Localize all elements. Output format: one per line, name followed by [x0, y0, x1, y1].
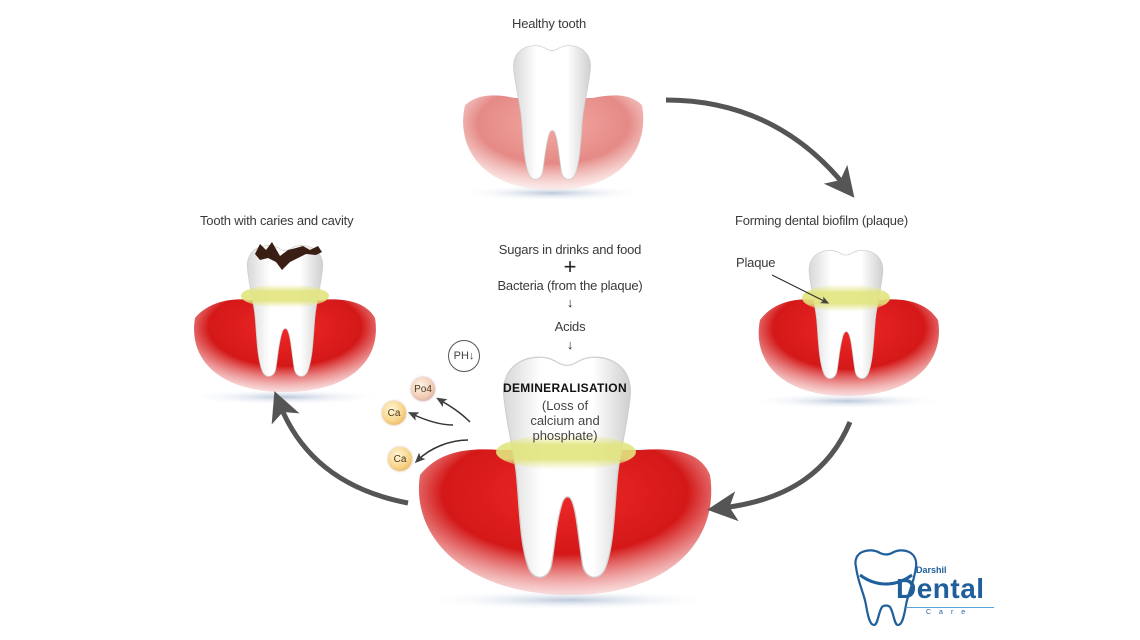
arrow-biofilm-to-demineralisation [707, 421, 853, 522]
logo-underline [906, 607, 994, 608]
arrow-demineralisation-to-caries [271, 391, 409, 506]
ion-arrow-ca2 [414, 439, 469, 464]
plaque-pointer-line [771, 274, 830, 304]
ion-arrow-ca1 [407, 412, 454, 426]
ion-arrow-po4 [436, 397, 471, 423]
ca-ion-2: Ca [388, 447, 412, 471]
process-plus-sign: + [563, 254, 577, 279]
biofilm-tooth-title: Forming dental biofilm (plaque) [735, 213, 908, 228]
logo-dental-text: Dental [896, 573, 985, 604]
ph-down-badge: PH↓ [448, 340, 480, 372]
caries-tooth-title: Tooth with caries and cavity [200, 213, 354, 228]
demineralisation-sub-line3: phosphate) [532, 428, 598, 443]
process-arrow-down-2: ↓ [566, 337, 574, 352]
logo-care-text: Care [926, 609, 974, 616]
demineralisation-subtitle: (Loss of calcium and phosphate) [505, 398, 625, 443]
logo-darshil-text: Darshil [916, 565, 947, 575]
process-bacteria-text: Bacteria (from the plaque) [497, 278, 643, 293]
plaque-annotation: Plaque [736, 255, 776, 270]
demineralisation-sub-line2: calcium and [530, 413, 600, 428]
demineralisation-tooth-illustration [418, 356, 720, 610]
demineralisation-title: DEMINERALISATION [503, 381, 627, 395]
healthy-tooth-illustration [457, 45, 647, 201]
tooth-outline-icon [854, 549, 918, 627]
process-arrow-down-1: ↓ [566, 295, 574, 310]
caries-tooth-illustration [185, 242, 385, 405]
process-acids-text: Acids [554, 319, 586, 334]
ca-ion-1: Ca [382, 401, 406, 425]
cavity-mark [255, 242, 322, 270]
process-sugars-text: Sugars in drinks and food [498, 242, 642, 257]
arrow-healthy-to-biofilm [665, 97, 855, 198]
biofilm-tooth-illustration [747, 249, 947, 409]
po4-ion: Po4 [411, 377, 435, 401]
demineralisation-sub-line1: (Loss of [541, 398, 589, 413]
darshil-dental-logo: Darshil Dental Care [846, 545, 996, 629]
healthy-tooth-title: Healthy tooth [512, 16, 587, 31]
